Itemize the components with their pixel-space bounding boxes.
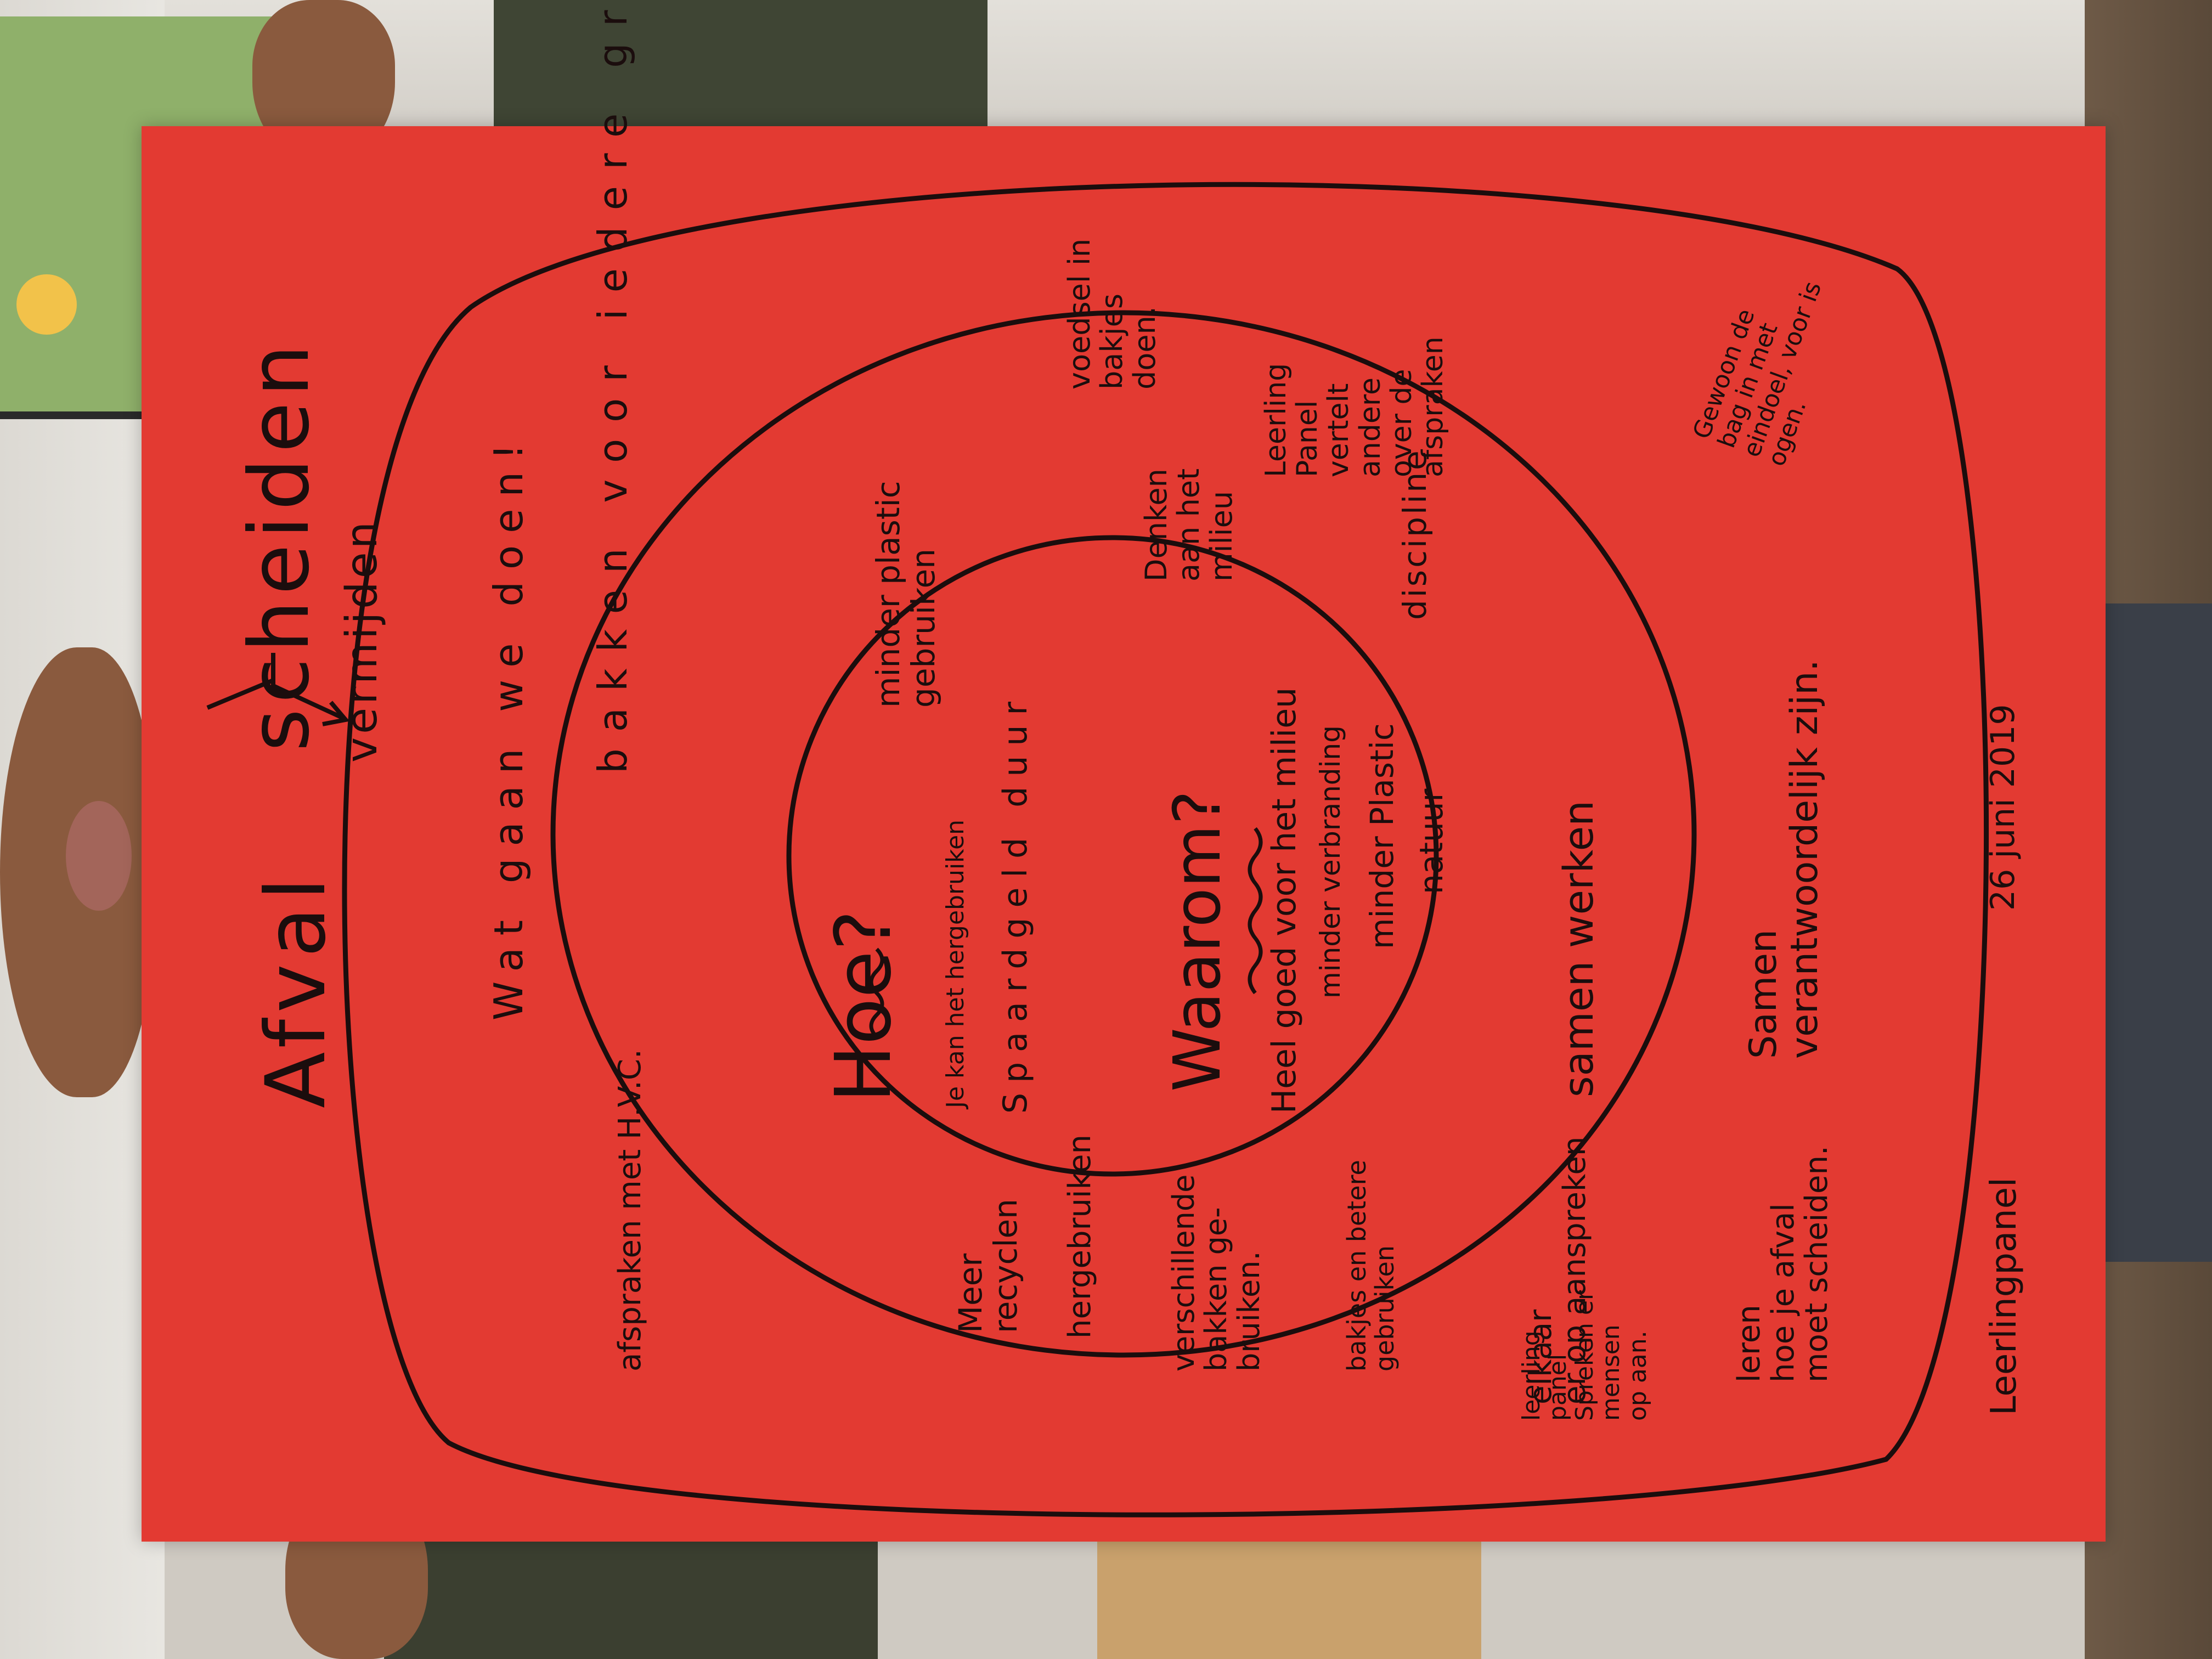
map-sun [16,274,77,335]
outer-ring-question: Wat gaan we doen! [486,432,532,1020]
title-afval: Afval [249,871,344,1108]
jacket-sleeve-bottom [384,1525,878,1659]
underline-squiggle-2 [1248,827,1263,995]
inner-reuse: Je kan het hergebruiken [941,819,969,1108]
arrow-icon [271,653,346,721]
outer-ring [342,182,1989,1517]
date: 26 juni 2019 [1984,704,2022,911]
why-question: Waarom? [1159,790,1235,1092]
inner-saving: Spaardgeld duur [996,691,1035,1114]
middle-ring [550,310,1697,1358]
inner-good: Heel goed voor het milieu [1265,687,1304,1114]
outer-ring-groups: bakken voor iedere groep [590,0,636,774]
person-lips [66,801,132,911]
red-poster: Afval scheiden vermijden bakken voor ied… [142,0,2106,1542]
title-vermijden: vermijden [337,518,387,763]
reuse: hergebruiken [1062,1135,1098,1339]
agreement-hvc: afspraken met H.V.C. [612,1049,648,1372]
inner-ring [786,535,1439,1177]
title-scheiden: scheiden [232,338,328,752]
poster-drawing [206,182,1989,1517]
discipline: discipline [1396,448,1434,620]
underline-squiggle [869,947,884,1039]
inner-nature: natuur [1413,788,1450,894]
work-together: samen werken [1555,800,1602,1097]
jacket-sleeve-top [494,0,988,137]
inner-less-burning: minder verbranding [1314,725,1346,998]
signature: Leerlingpanel [1984,1177,2024,1415]
inner-less-plastic: minder Plastic [1363,723,1401,949]
how-question: Hoe? [819,910,909,1103]
